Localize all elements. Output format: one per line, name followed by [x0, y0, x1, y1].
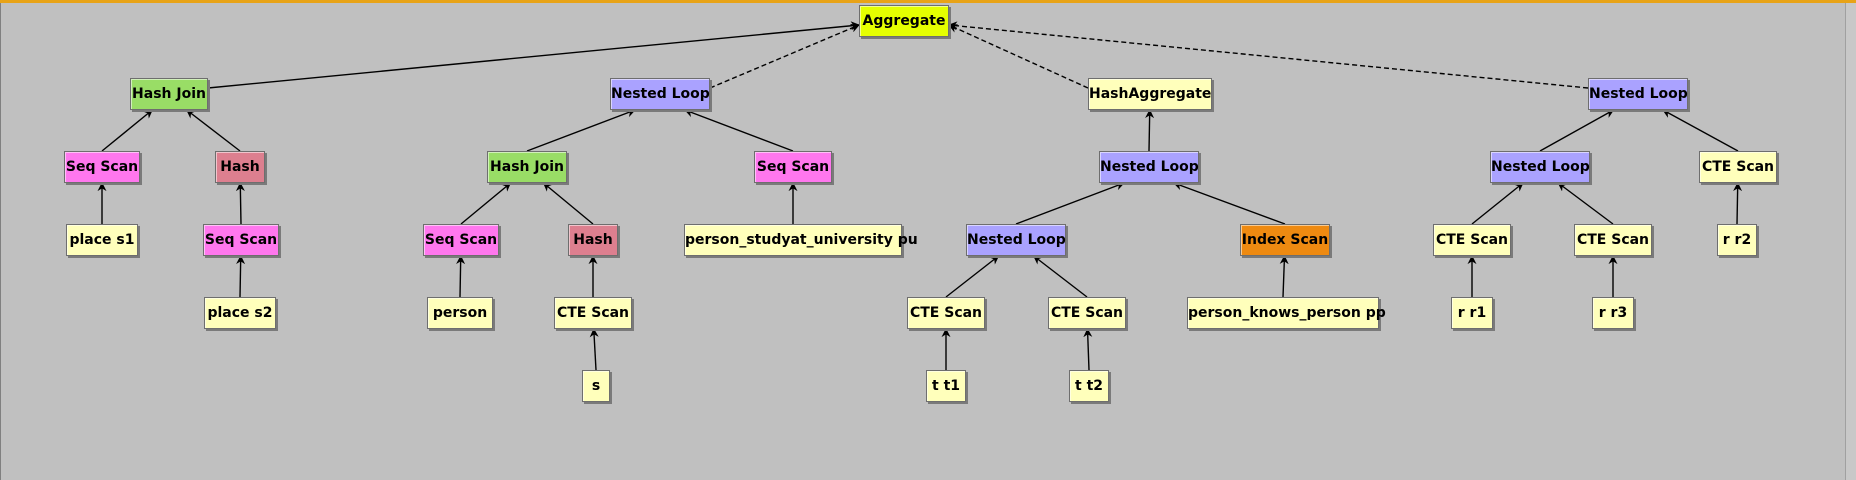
edge-layer — [97, 21, 1743, 371]
edge-nested-loop-4-to-aggregate — [948, 21, 1589, 89]
plan-node-nested-loop-5[interactable]: Nested Loop — [1490, 151, 1590, 183]
plan-node-cte-scan-4[interactable]: CTE Scan — [1433, 224, 1511, 256]
edge-cte-scan-5-to-nested-loop-5 — [1557, 182, 1614, 225]
edge-nested-loop-2-to-hash-aggregate — [1145, 109, 1155, 152]
edge-person-knows-person-pp-to-index-scan — [1279, 255, 1289, 298]
edge-s-to-cte-scan-1 — [589, 328, 599, 371]
edge-cte-scan-2-to-nested-loop-3 — [945, 255, 1000, 298]
edge-hash-join-2-to-nested-loop-1 — [526, 108, 636, 152]
edge-index-scan-to-nested-loop-2 — [1173, 181, 1286, 225]
window-top-border — [0, 0, 1856, 3]
edge-cte-scan-3-to-nested-loop-3 — [1033, 255, 1088, 298]
edge-hash-2-to-hash-join-2 — [542, 182, 594, 225]
plan-node-nested-loop-2[interactable]: Nested Loop — [1099, 151, 1199, 183]
edge-hash-aggregate-to-aggregate — [948, 24, 1089, 89]
plan-node-cte-scan-5[interactable]: CTE Scan — [1574, 224, 1652, 256]
plan-node-nested-loop-4[interactable]: Nested Loop — [1588, 78, 1688, 110]
edge-seq-scan-4-to-nested-loop-1 — [684, 108, 794, 152]
plan-node-r-r1[interactable]: r r1 — [1451, 297, 1493, 329]
plan-node-r-r3[interactable]: r r3 — [1592, 297, 1634, 329]
edge-nested-loop-5-to-nested-loop-4 — [1539, 109, 1615, 152]
plan-node-cte-scan-2[interactable]: CTE Scan — [907, 297, 985, 329]
edge-cte-scan-6-to-nested-loop-4 — [1662, 109, 1739, 152]
edge-nested-loop-1-to-aggregate — [709, 24, 860, 89]
plan-node-person-knows-person-pp[interactable]: person_knows_person pp — [1187, 297, 1386, 329]
plan-node-hash-join-2[interactable]: Hash Join — [487, 151, 567, 183]
plan-node-nested-loop-1[interactable]: Nested Loop — [610, 78, 710, 110]
plan-node-r-r2[interactable]: r r2 — [1717, 224, 1757, 256]
plan-node-cte-scan-1[interactable]: CTE Scan — [554, 297, 632, 329]
edge-hash-join-1-to-aggregate — [207, 21, 860, 89]
plan-node-nested-loop-3[interactable]: Nested Loop — [966, 224, 1066, 256]
plan-node-s[interactable]: s — [582, 370, 610, 402]
plan-node-hash-2[interactable]: Hash — [568, 224, 618, 256]
edge-hash-1-to-hash-join-1 — [186, 109, 241, 152]
edge-seq-scan-3-to-hash-join-2 — [460, 182, 512, 225]
plan-node-cte-scan-6[interactable]: CTE Scan — [1699, 151, 1777, 183]
plan-node-seq-scan-1[interactable]: Seq Scan — [64, 151, 140, 183]
plan-node-place-s1[interactable]: place s1 — [66, 224, 138, 256]
plan-node-hash-aggregate[interactable]: HashAggregate — [1088, 78, 1212, 110]
plan-node-seq-scan-4[interactable]: Seq Scan — [754, 151, 832, 183]
plan-node-seq-scan-2[interactable]: Seq Scan — [203, 224, 279, 256]
plan-node-cte-scan-3[interactable]: CTE Scan — [1048, 297, 1126, 329]
vertical-scrollbar[interactable] — [1845, 3, 1856, 480]
plan-node-t-t2[interactable]: t t2 — [1069, 370, 1109, 402]
plan-node-index-scan[interactable]: Index Scan — [1240, 224, 1330, 256]
plan-node-hash-1[interactable]: Hash — [215, 151, 265, 183]
edge-nested-loop-3-to-nested-loop-2 — [1015, 181, 1125, 225]
plan-node-t-t1[interactable]: t t1 — [926, 370, 966, 402]
edge-t-t2-to-cte-scan-3 — [1083, 328, 1093, 371]
plan-node-person[interactable]: person — [427, 297, 493, 329]
plan-node-aggregate[interactable]: Aggregate — [859, 5, 949, 37]
edge-cte-scan-4-to-nested-loop-5 — [1471, 182, 1524, 225]
edge-place-s2-to-seq-scan-2 — [236, 255, 246, 298]
window-left-border — [0, 3, 1, 480]
plan-node-place-s2[interactable]: place s2 — [204, 297, 276, 329]
plan-node-seq-scan-3[interactable]: Seq Scan — [423, 224, 499, 256]
plan-node-person-studyat-university-pu[interactable]: person_studyat_university pu — [684, 224, 918, 256]
edge-seq-scan-2-to-hash-1 — [235, 182, 245, 225]
edge-r-r2-to-cte-scan-6 — [1733, 182, 1743, 225]
edge-person-to-seq-scan-3 — [456, 255, 466, 298]
plan-node-hash-join-1[interactable]: Hash Join — [130, 78, 208, 110]
edge-seq-scan-1-to-hash-join-1 — [101, 109, 153, 152]
